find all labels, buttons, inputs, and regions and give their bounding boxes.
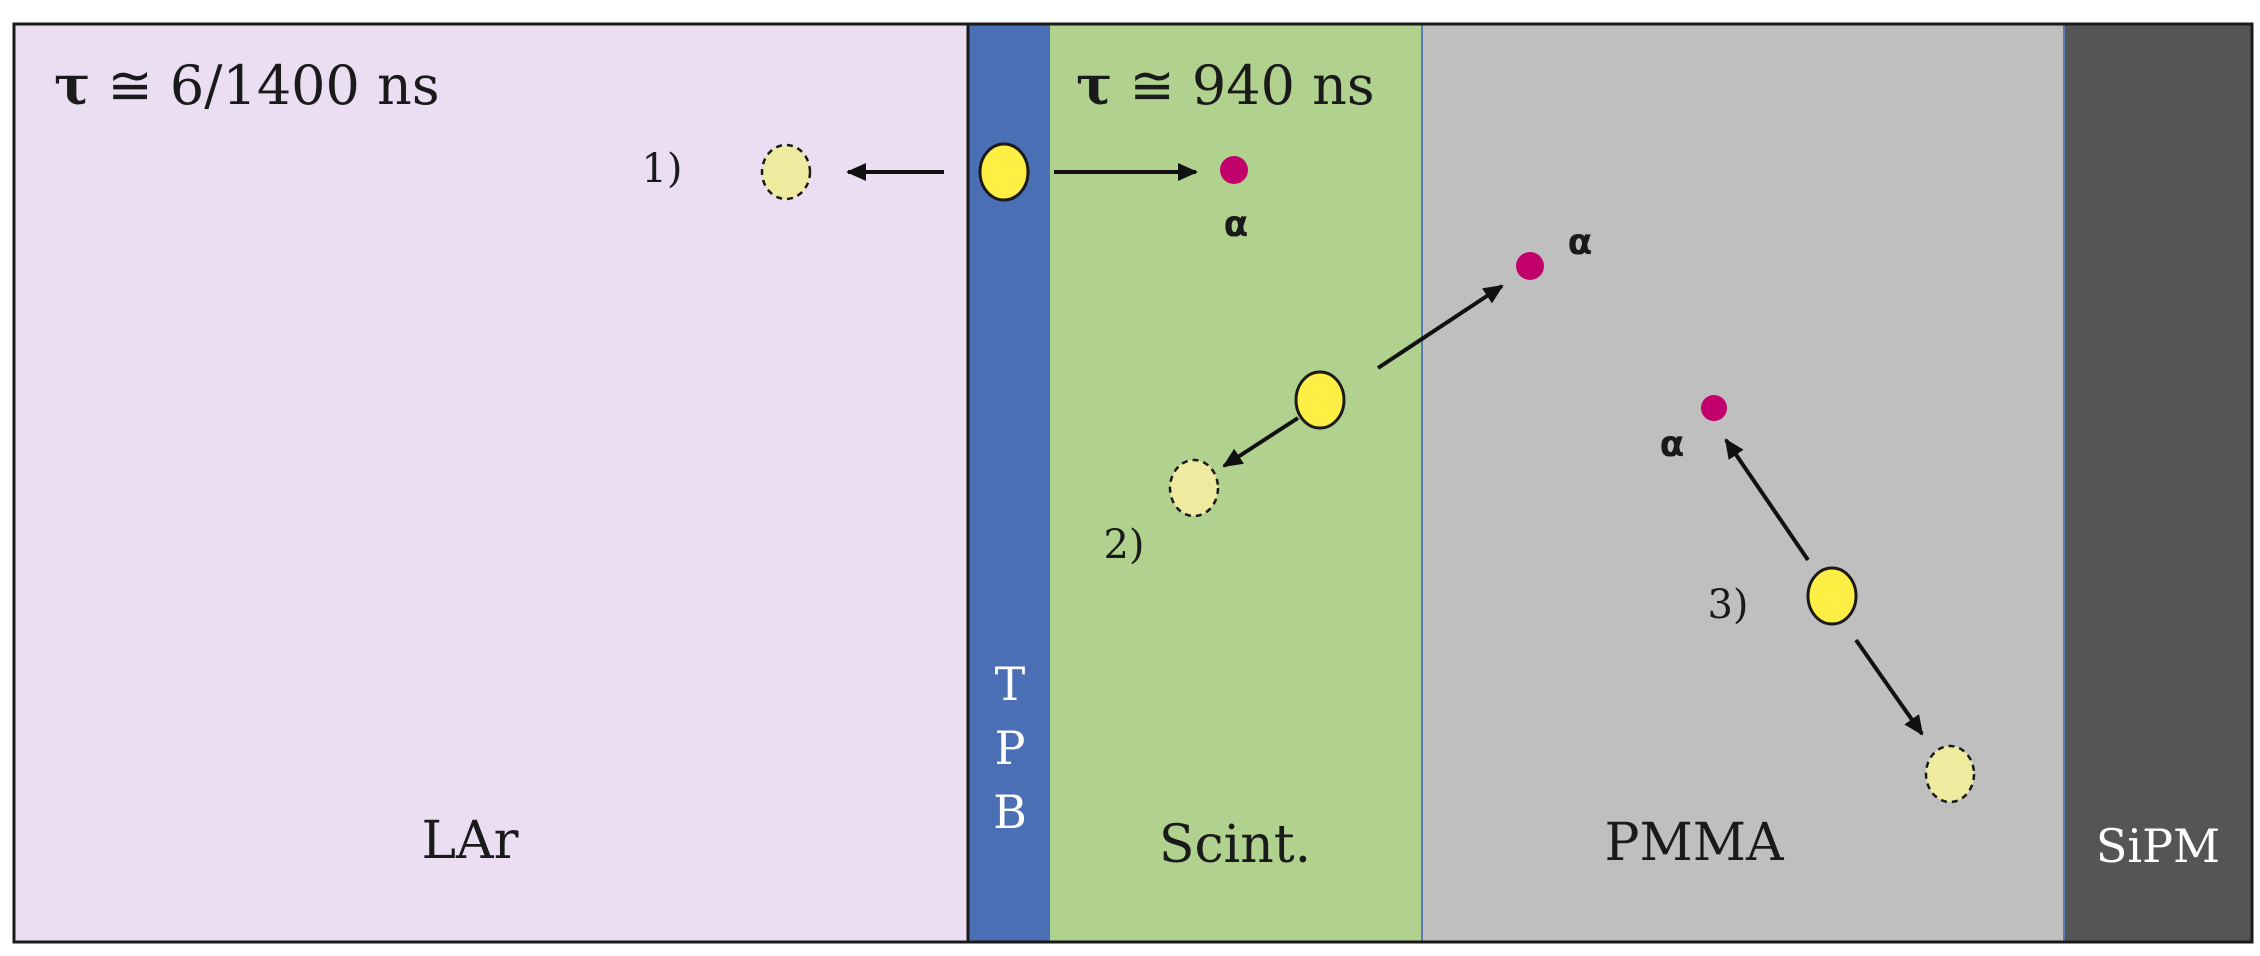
scenario-3-label: 3) bbox=[1707, 582, 1748, 628]
pmma-region bbox=[1422, 24, 2064, 942]
arrow-icon bbox=[1376, 284, 1504, 370]
alpha-particle-icon bbox=[1701, 395, 1727, 421]
scenario-3: α 3) bbox=[1660, 395, 1976, 804]
arrow-icon bbox=[1854, 638, 1924, 736]
alpha-particle-icon bbox=[1220, 156, 1248, 184]
alpha-label: α bbox=[1568, 222, 1593, 263]
scint-label: Scint. bbox=[1159, 815, 1311, 875]
alpha-particle-icon bbox=[1516, 252, 1544, 280]
tpb-letter-p: P bbox=[995, 721, 1026, 775]
lar-label: LAr bbox=[422, 811, 519, 871]
alpha-label: α bbox=[1224, 204, 1249, 245]
faded-photon-icon bbox=[1168, 458, 1220, 518]
tpb-letter-b: B bbox=[993, 785, 1027, 839]
alpha-label: α bbox=[1660, 424, 1685, 465]
arrow-icon bbox=[1222, 416, 1300, 468]
lar-tau-label: τ ≅ 6/1400 ns bbox=[54, 53, 440, 117]
faded-photon-icon bbox=[760, 143, 812, 201]
tpb-letter-t: T bbox=[995, 657, 1026, 711]
scint-tau-label: τ ≅ 940 ns bbox=[1076, 53, 1375, 117]
scenario-2-label: 2) bbox=[1103, 522, 1144, 568]
diagram-border bbox=[12, 22, 2254, 944]
scenario-1-label: 1) bbox=[641, 146, 682, 192]
lar-region bbox=[14, 24, 968, 942]
arrow-icon bbox=[1724, 438, 1810, 562]
sipm-label: SiPM bbox=[2096, 819, 2220, 873]
scenario-2: α 2) bbox=[1103, 222, 1592, 568]
photon-icon bbox=[1806, 566, 1858, 626]
scenario-1: 1) α bbox=[641, 142, 1249, 245]
photon-icon bbox=[978, 142, 1030, 202]
faded-photon-icon bbox=[1924, 744, 1976, 804]
photon-icon bbox=[1294, 370, 1346, 430]
sipm-region bbox=[2064, 24, 2252, 942]
pmma-label: PMMA bbox=[1604, 813, 1784, 873]
